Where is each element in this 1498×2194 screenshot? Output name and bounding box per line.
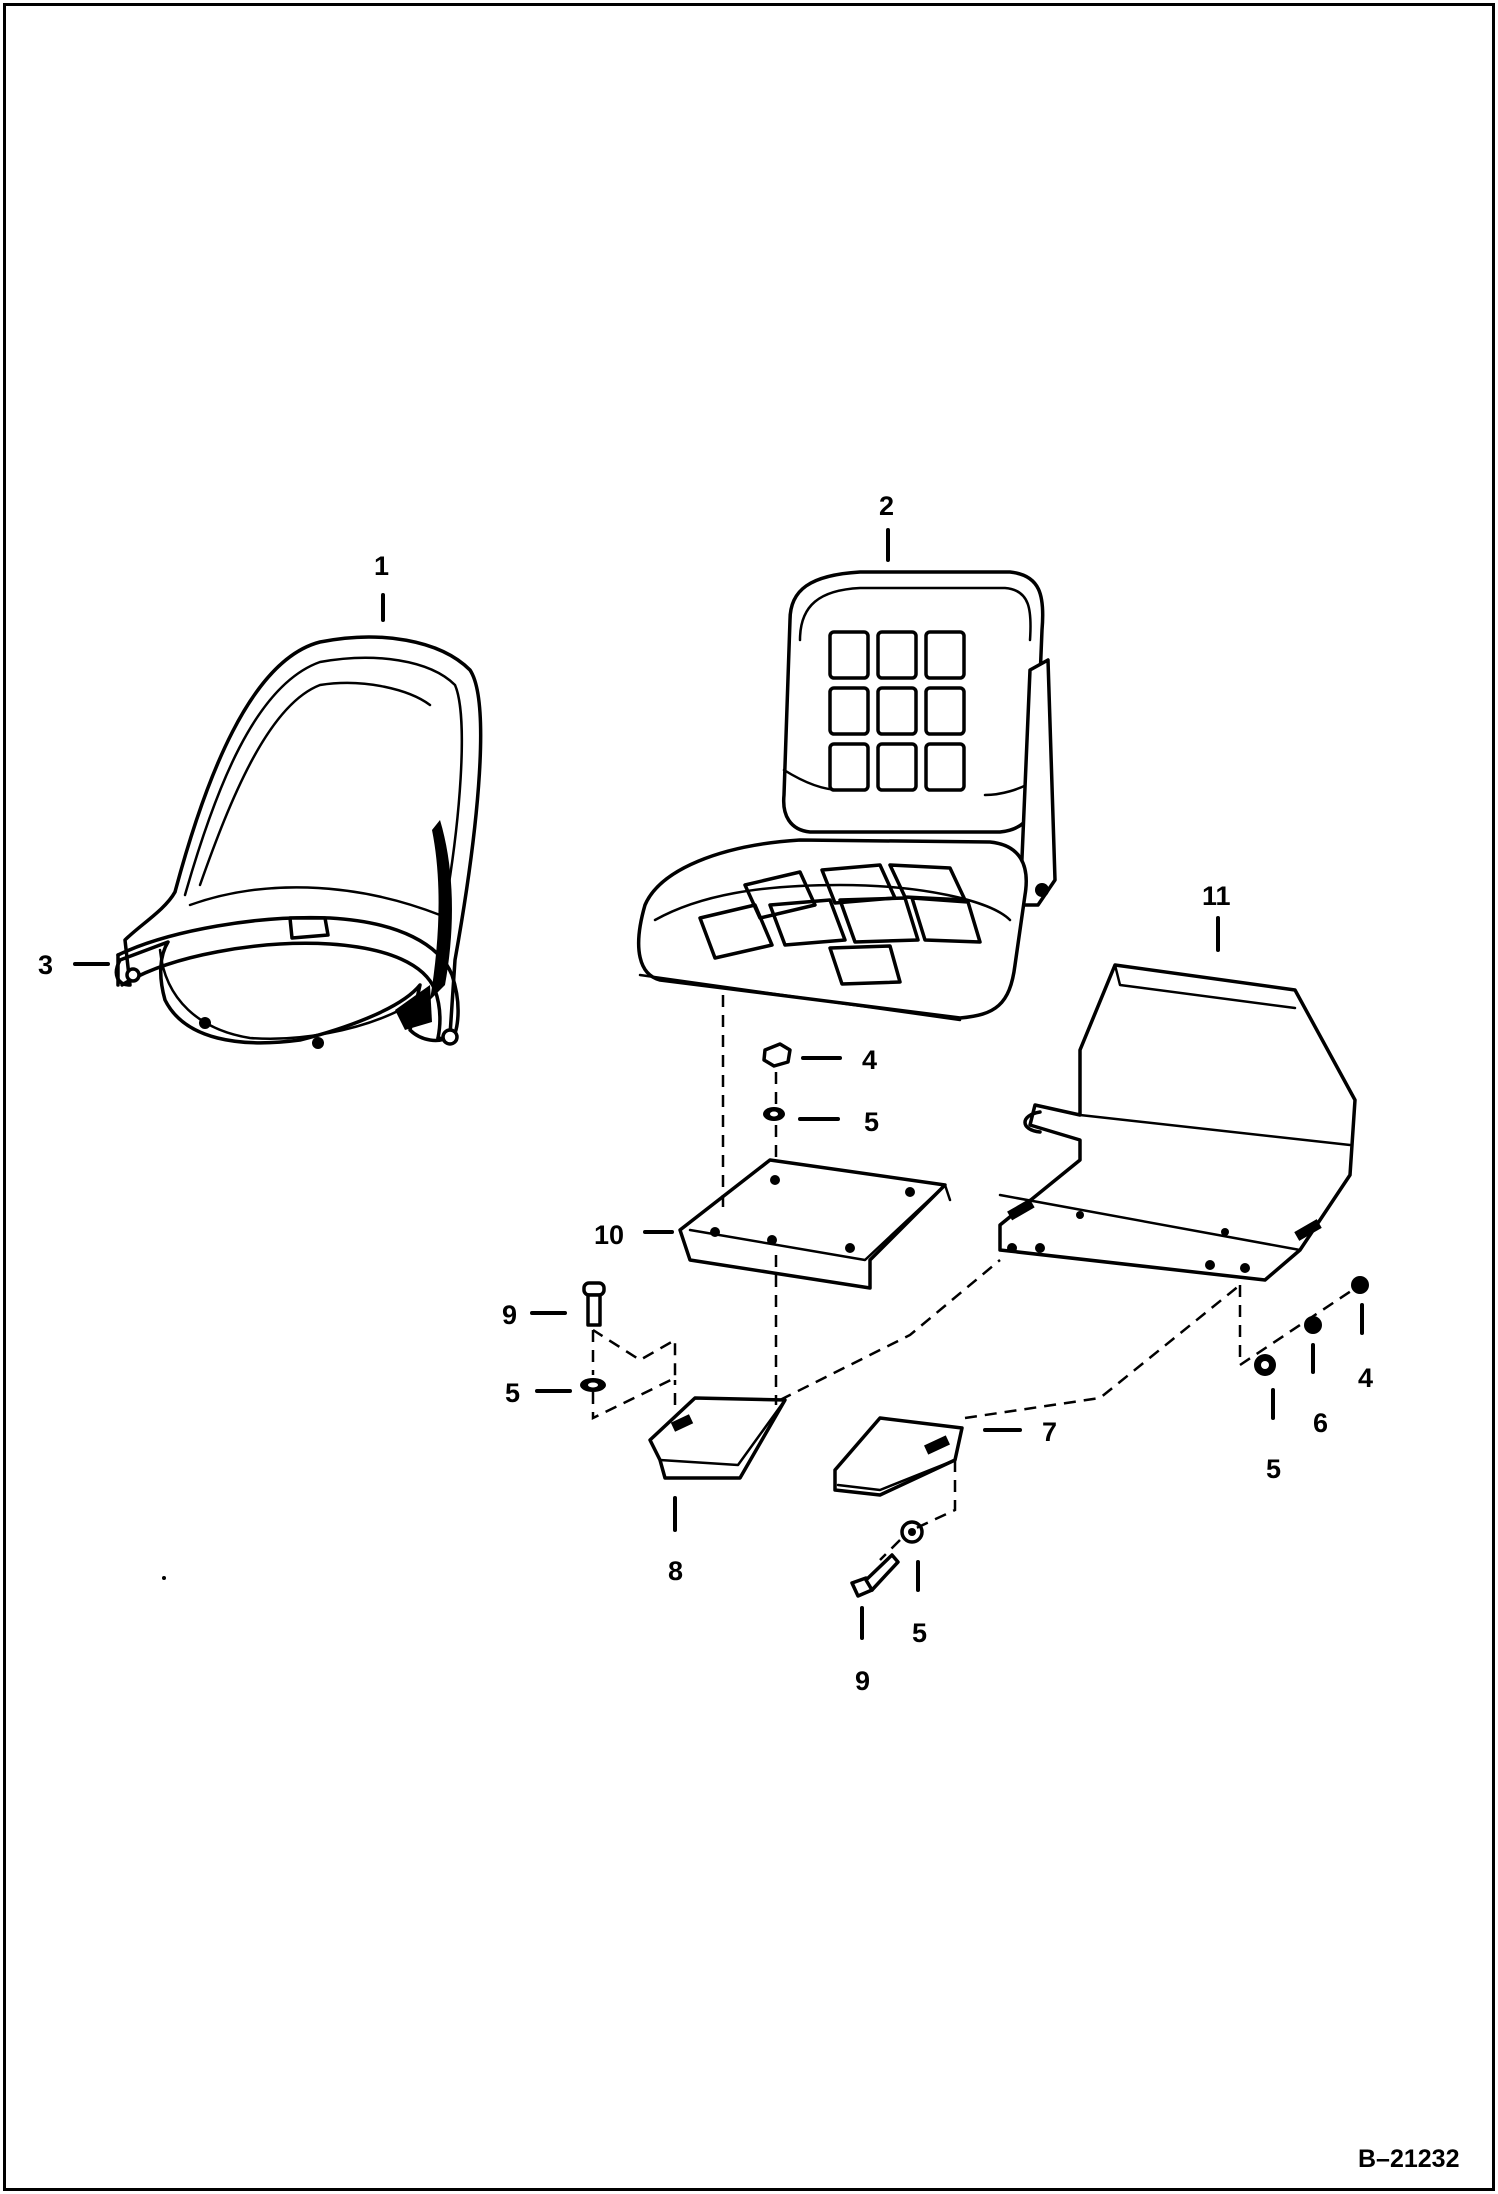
callout-4-top: 4 [862, 1045, 877, 1075]
callout-8: 8 [668, 1556, 683, 1586]
part-2-upholstered-seat [636, 570, 1057, 1022]
part-8-slider [648, 1396, 787, 1480]
callout-4-right: 4 [1358, 1363, 1373, 1393]
callout-5-right: 5 [1266, 1454, 1281, 1484]
callout-3: 3 [38, 950, 53, 980]
leader-lines [73, 528, 1364, 1640]
callout-2: 2 [879, 491, 894, 521]
callout-1: 1 [374, 551, 389, 581]
part-10-bracket [678, 1158, 952, 1290]
part-7-slider [833, 1416, 964, 1497]
callout-5-left: 5 [505, 1378, 520, 1408]
assembly-lines [591, 995, 1361, 1561]
callout-5-bottom: 5 [912, 1618, 927, 1648]
part-11-mounting-plate [998, 963, 1357, 1282]
callout-labels: 1 2 3 4 5 10 11 9 5 8 7 5 6 4 5 9 [38, 491, 1373, 1696]
callout-9-bottom: 9 [855, 1666, 870, 1696]
callout-7: 7 [1042, 1417, 1057, 1447]
callout-11: 11 [1202, 881, 1231, 911]
callout-5-top: 5 [864, 1107, 879, 1137]
figure-id: B–21232 [1358, 2145, 1459, 2173]
callout-6: 6 [1313, 1408, 1328, 1438]
callout-10: 10 [594, 1220, 624, 1250]
callout-9-left: 9 [502, 1300, 517, 1330]
part-1-bucket-seat [114, 635, 483, 1049]
